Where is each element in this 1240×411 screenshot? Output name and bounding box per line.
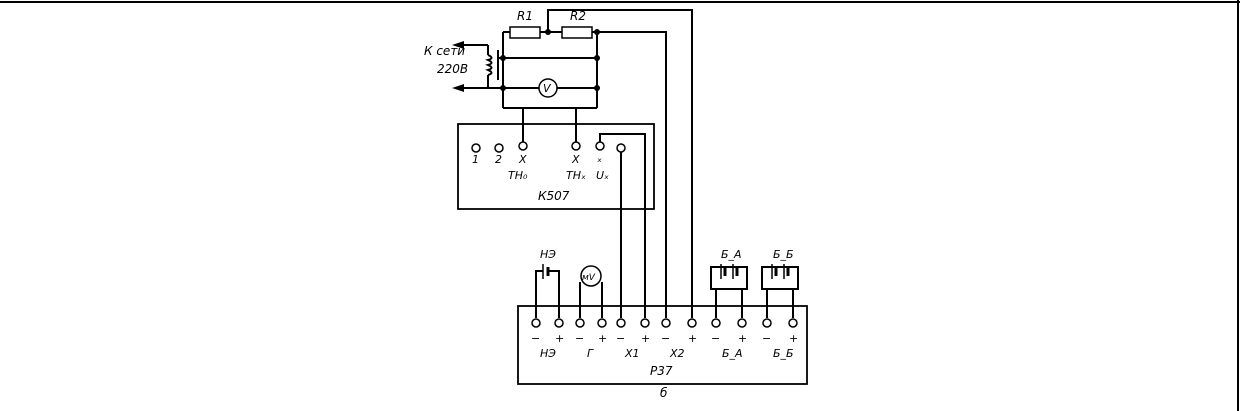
long-wires [547,9,693,318]
ba-label: Б_A [721,248,742,261]
k507-label-thk: THₓ [566,169,586,182]
r1-label: R1 [517,9,533,23]
x2-plus: + [688,332,697,345]
resistor-r1 [509,26,541,39]
bb-minus: − [762,332,771,345]
power-source: К сети 220В [424,41,500,92]
voltmeter-symbol: V [543,82,552,95]
k507-pin-xk: X [571,153,580,166]
k507-box [457,123,655,210]
ba-minus: − [711,332,720,345]
k507-name: К507 [538,189,570,203]
k507-pin-1: 1 [472,153,479,166]
bb-plus: + [789,332,798,345]
p37-box [517,305,808,385]
p37-unit: − + − + − + − + − + − + НЭ Г X1 X2 Б_A Б… [517,305,808,385]
ne-label: НЭ [540,248,556,261]
group-ba: Б_A [722,347,743,360]
ba-plus: + [738,332,747,345]
figure-letter: б [660,386,668,400]
microvoltmeter-icon [580,265,602,287]
group-bb: Б_Б [773,347,794,360]
ne-minus: − [531,332,540,345]
r2-label: R2 [570,9,586,23]
k507-label-th0: TH₀ [508,169,528,182]
resistor-r2 [561,26,593,39]
x2-minus: − [661,332,670,345]
x1-plus: + [641,332,650,345]
source-label: К сети [424,44,465,58]
muv-label: мV [582,273,596,283]
voltage-label: 220В [437,62,468,76]
group-g: Г [587,347,594,360]
k507-pin-2: 2 [495,153,502,166]
k507-pin-dot: ₓ [597,152,602,165]
x1-minus: − [616,332,625,345]
group-x2: X2 [669,347,685,360]
group-x1: X1 [624,347,640,360]
p37-name: Р37 [650,364,673,378]
g-minus: − [575,332,584,345]
transformer-coil [485,54,493,76]
g-plus: + [598,332,607,345]
k507-label-ux: Uₓ [596,169,609,182]
k507-pin-x0: X [518,153,527,166]
ne-plus: + [555,332,564,345]
group-ne: НЭ [540,347,556,360]
k507-unit: 1 2 X X ₓ TH₀ THₓ Uₓ К507 [457,123,655,210]
bb-label: Б_Б [773,248,794,261]
resistor-network: R1 R2 V [498,9,600,142]
external-elements: НЭ мV Б_A Б_Б [535,248,799,318]
